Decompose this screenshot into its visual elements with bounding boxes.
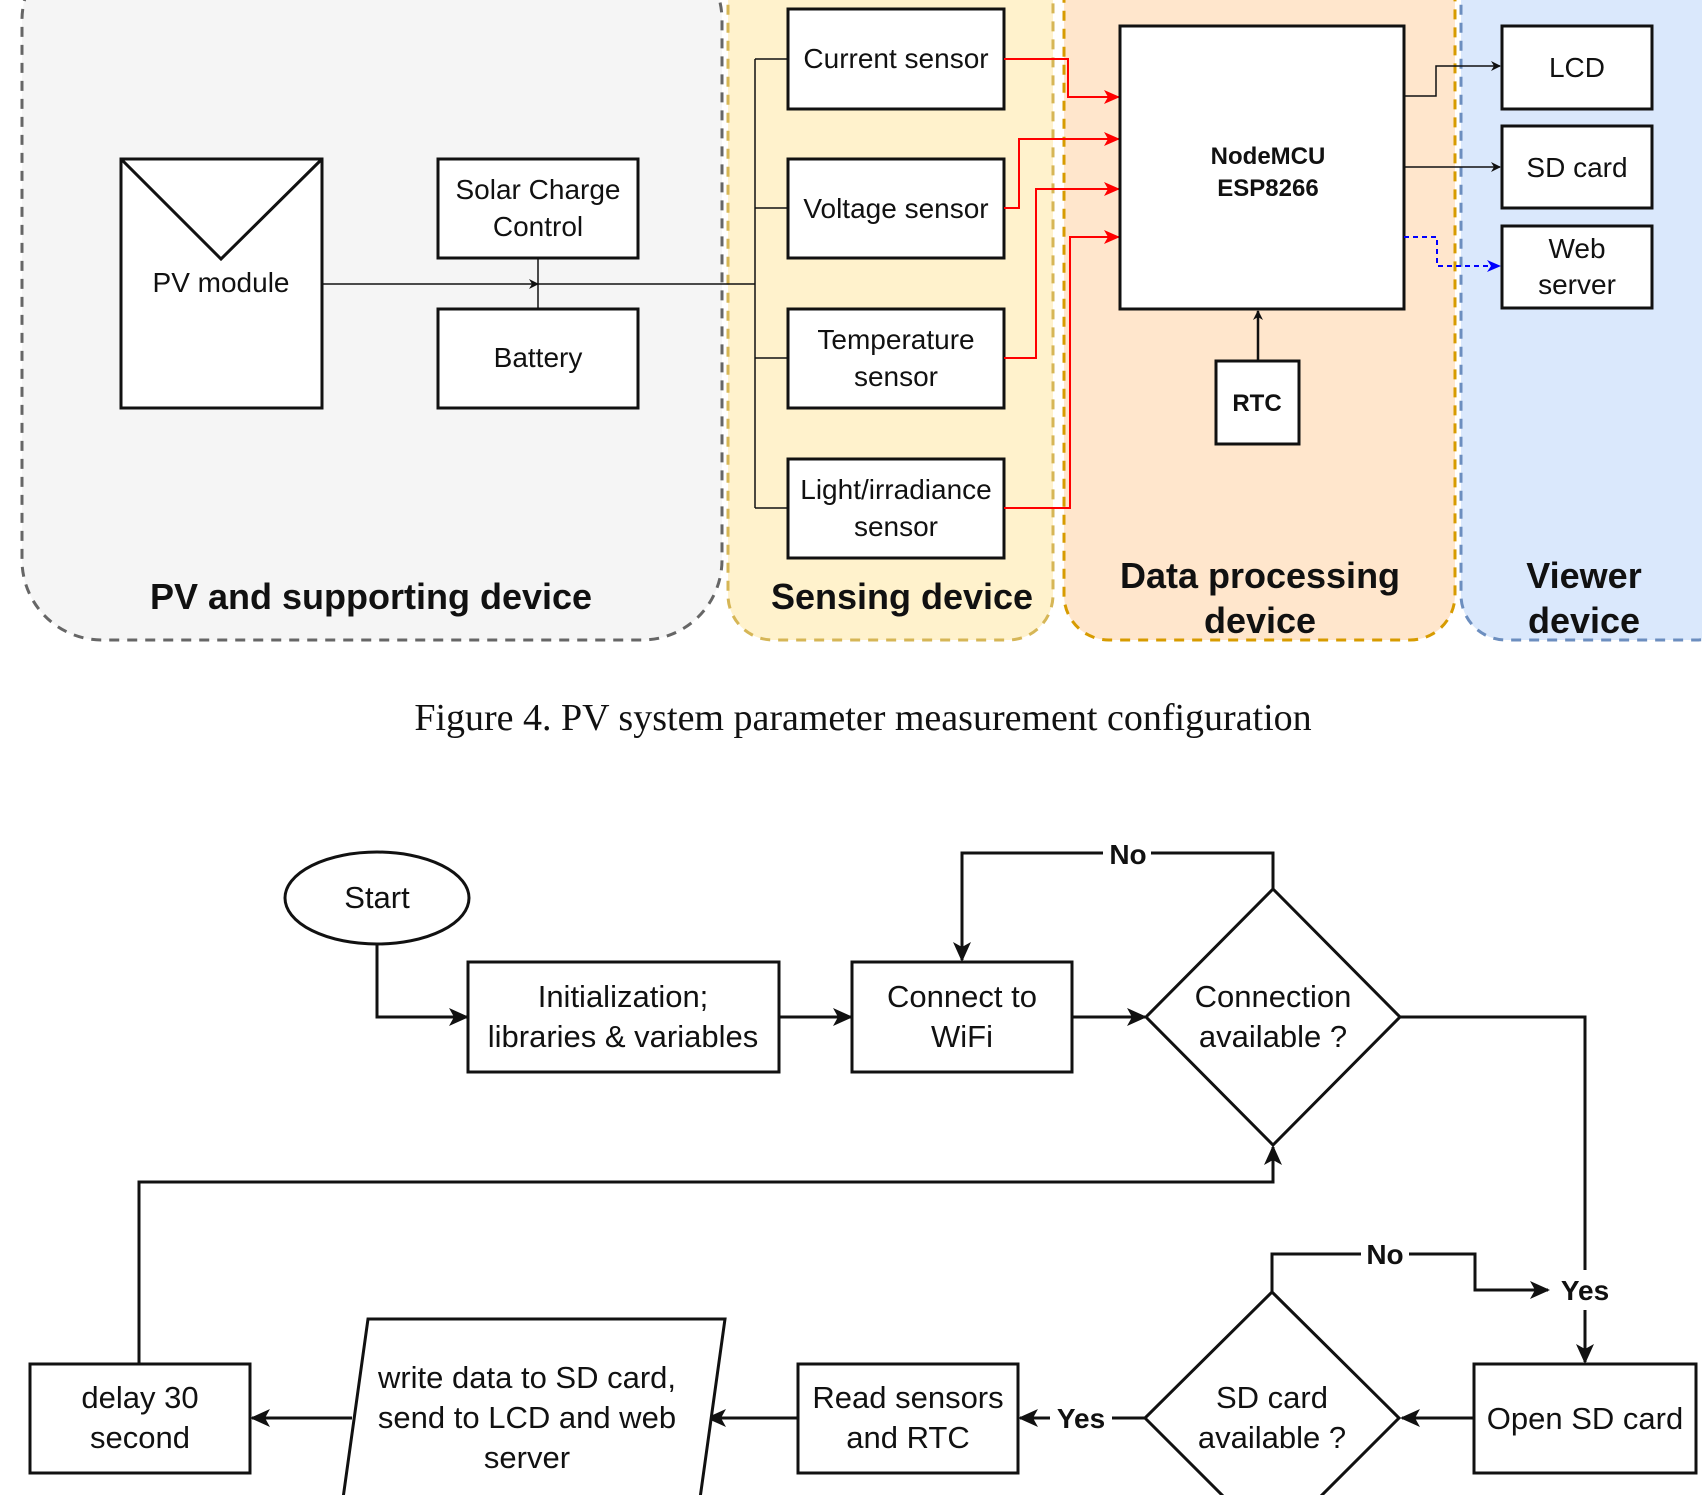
current-sensor: Current sensor — [786, 7, 1006, 111]
web-server: Web server — [1500, 224, 1654, 310]
link-mcu-to-lcd — [1404, 61, 1501, 97]
svg-text:send to LCD and web: send to LCD and web — [378, 1400, 676, 1435]
link-current-to-mcu — [1004, 58, 1120, 104]
voltage-sensor: Voltage sensor — [786, 157, 1006, 260]
pv-module-label: PV module — [153, 267, 290, 298]
svg-text:available ?: available ? — [1199, 1019, 1347, 1054]
link-light-to-mcu — [1004, 230, 1120, 509]
svg-text:SD card: SD card — [1526, 152, 1627, 183]
svg-text:Read sensors: Read sensors — [812, 1380, 1003, 1415]
svg-text:Connection: Connection — [1195, 979, 1352, 1014]
svg-text:SD card: SD card — [1216, 1380, 1328, 1415]
battery: Battery — [436, 307, 640, 410]
svg-text:WiFi: WiFi — [931, 1019, 993, 1054]
flow-start-to-init — [375, 944, 469, 1026]
flow-label-yes-2: Yes — [1057, 1403, 1105, 1434]
svg-text:available ?: available ? — [1198, 1420, 1346, 1455]
svg-text:Temperature: Temperature — [817, 324, 974, 355]
link-voltage-to-mcu — [1004, 132, 1120, 209]
svg-text:Open SD card: Open SD card — [1487, 1401, 1683, 1436]
flow-start: Start — [283, 850, 471, 946]
flow-label-yes-1: Yes — [1561, 1275, 1609, 1306]
lcd-display: LCD — [1500, 24, 1654, 111]
svg-text:ESP8266: ESP8266 — [1217, 175, 1318, 202]
svg-text:RTC: RTC — [1232, 390, 1281, 417]
flow-sd-no-loop — [1270, 1252, 1550, 1299]
svg-text:Light/irradiance: Light/irradiance — [800, 474, 991, 505]
flow-delay-loop-back — [137, 1145, 1282, 1364]
flow-initialization: Initialization; libraries & variables — [466, 960, 781, 1074]
svg-text:server: server — [484, 1440, 570, 1475]
flow-write-data: write data to SD card, send to LCD and w… — [341, 1317, 727, 1495]
flow-open-sd-card: Open SD card — [1472, 1362, 1698, 1475]
svg-text:sensor: sensor — [854, 361, 938, 392]
svg-text:write data to SD card,: write data to SD card, — [377, 1360, 676, 1395]
flow-label-no-1: No — [1109, 839, 1146, 870]
svg-text:Control: Control — [493, 211, 583, 242]
svg-text:LCD: LCD — [1549, 52, 1605, 83]
svg-text:Web: Web — [1548, 233, 1605, 264]
flow-read-sensors: Read sensors and RTC — [796, 1362, 1020, 1475]
svg-text:Battery: Battery — [494, 342, 583, 373]
flow-delay: delay 30 second — [28, 1362, 252, 1475]
rtc-module: RTC — [1214, 359, 1301, 446]
svg-text:delay 30: delay 30 — [81, 1380, 198, 1415]
link-mcu-to-webserver — [1404, 236, 1501, 272]
svg-text:NodeMCU: NodeMCU — [1211, 143, 1326, 170]
flow-connection-available-decision: Connection available ? — [1143, 886, 1403, 1148]
group-title-sensing: Sensing device — [771, 576, 1033, 617]
group-title-viewer-1: Viewer — [1526, 555, 1641, 596]
svg-text:Solar Charge: Solar Charge — [456, 174, 621, 205]
svg-text:Current sensor: Current sensor — [803, 43, 988, 74]
light-irradiance-sensor: Light/irradiance sensor — [786, 457, 1006, 560]
svg-text:second: second — [90, 1420, 190, 1455]
nodemcu-esp8266: NodeMCU ESP8266 — [1118, 24, 1406, 311]
svg-text:sensor: sensor — [854, 511, 938, 542]
flow-conn-yes-path — [1400, 1015, 1587, 1270]
temperature-sensor: Temperature sensor — [786, 307, 1006, 410]
figure-caption: Figure 4. PV system parameter measuremen… — [414, 697, 1311, 739]
svg-text:Voltage sensor: Voltage sensor — [803, 193, 988, 224]
svg-text:Connect to: Connect to — [887, 979, 1037, 1014]
svg-text:and RTC: and RTC — [846, 1420, 970, 1455]
pv-module: PV module — [119, 157, 324, 410]
svg-text:Start: Start — [344, 880, 410, 915]
group-title-processing-1: Data processing — [1120, 555, 1400, 596]
link-temperature-to-mcu — [1004, 182, 1120, 359]
group-title-processing-2: device — [1204, 600, 1316, 641]
flow-label-no-2: No — [1366, 1239, 1403, 1270]
pv-panel-icon — [119, 157, 324, 262]
svg-text:server: server — [1538, 269, 1616, 300]
flow-sd-available-decision: SD card available ? — [1142, 1289, 1402, 1495]
group-title-pv: PV and supporting device — [150, 576, 592, 617]
group-title-viewer-2: device — [1528, 600, 1640, 641]
flow-connect-wifi: Connect to WiFi — [850, 960, 1074, 1074]
svg-text:Initialization;: Initialization; — [538, 979, 709, 1014]
solar-charge-control: Solar Charge Control — [436, 157, 640, 260]
svg-text:libraries & variables: libraries & variables — [488, 1019, 759, 1054]
sd-card: SD card — [1500, 124, 1654, 210]
